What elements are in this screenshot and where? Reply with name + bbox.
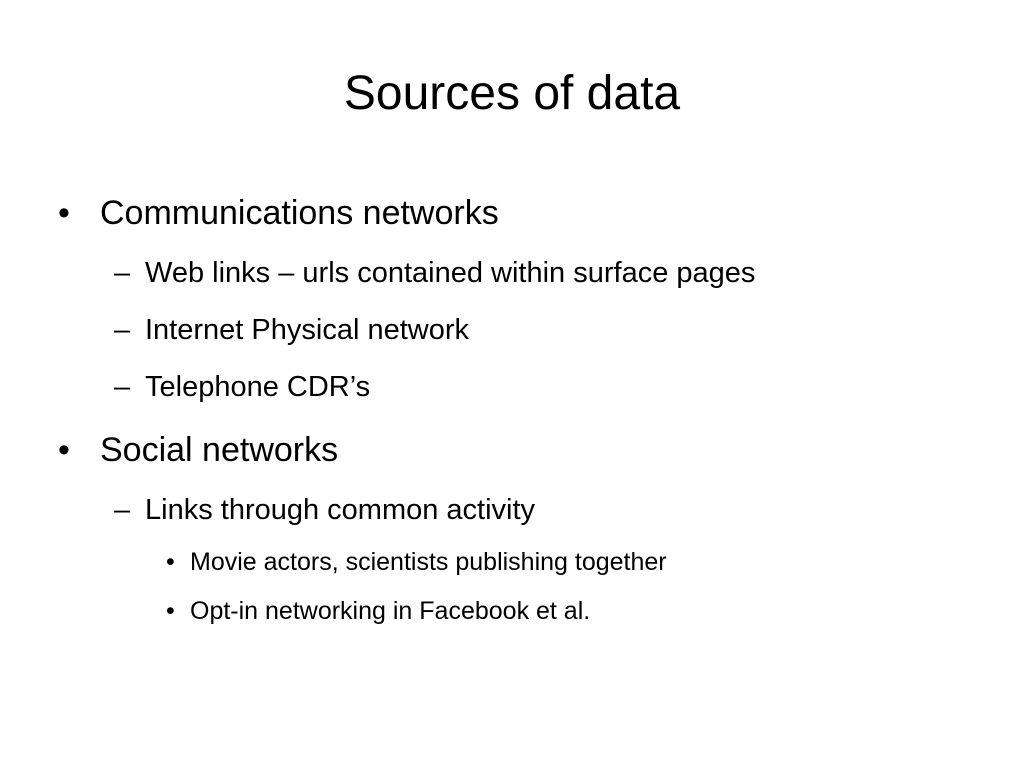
bullet-item-level-1: • Communications networks bbox=[58, 191, 958, 235]
bullet-marker: • bbox=[166, 548, 175, 576]
bullet-text: Opt-in networking in Facebook et al. bbox=[190, 597, 591, 625]
dash-marker: – bbox=[114, 494, 131, 526]
bullet-text: Links through common activity bbox=[145, 494, 536, 526]
bullet-item-level-2: – Web links – urls contained within surf… bbox=[114, 254, 994, 292]
bullet-item-level-2: – Internet Physical network bbox=[114, 311, 994, 349]
bullet-item-level-1: • Social networks bbox=[58, 428, 958, 472]
bullet-item-level-3: • Opt-in networking in Facebook et al. bbox=[166, 595, 1006, 627]
bullet-text: Web links – urls contained within surfac… bbox=[145, 257, 756, 289]
dash-marker: – bbox=[114, 371, 131, 403]
bullet-text: Internet Physical network bbox=[145, 314, 469, 346]
dash-marker: – bbox=[114, 314, 131, 346]
bullet-item-level-3: • Movie actors, scientists publishing to… bbox=[166, 546, 1006, 578]
bullet-item-level-2: – Links through common activity bbox=[114, 491, 994, 529]
bullet-item-level-2: – Telephone CDR’s bbox=[114, 368, 994, 406]
bullet-text: Movie actors, scientists publishing toge… bbox=[190, 548, 667, 576]
slide-title: Sources of data bbox=[343, 67, 681, 120]
bullet-text: Communications networks bbox=[100, 194, 499, 232]
bullet-text: Social networks bbox=[100, 431, 339, 469]
dash-marker: – bbox=[114, 257, 131, 289]
bullet-marker: • bbox=[166, 597, 175, 625]
bullet-text: Telephone CDR’s bbox=[145, 371, 371, 403]
bullet-marker: • bbox=[58, 431, 70, 469]
bullet-marker: • bbox=[58, 194, 70, 232]
